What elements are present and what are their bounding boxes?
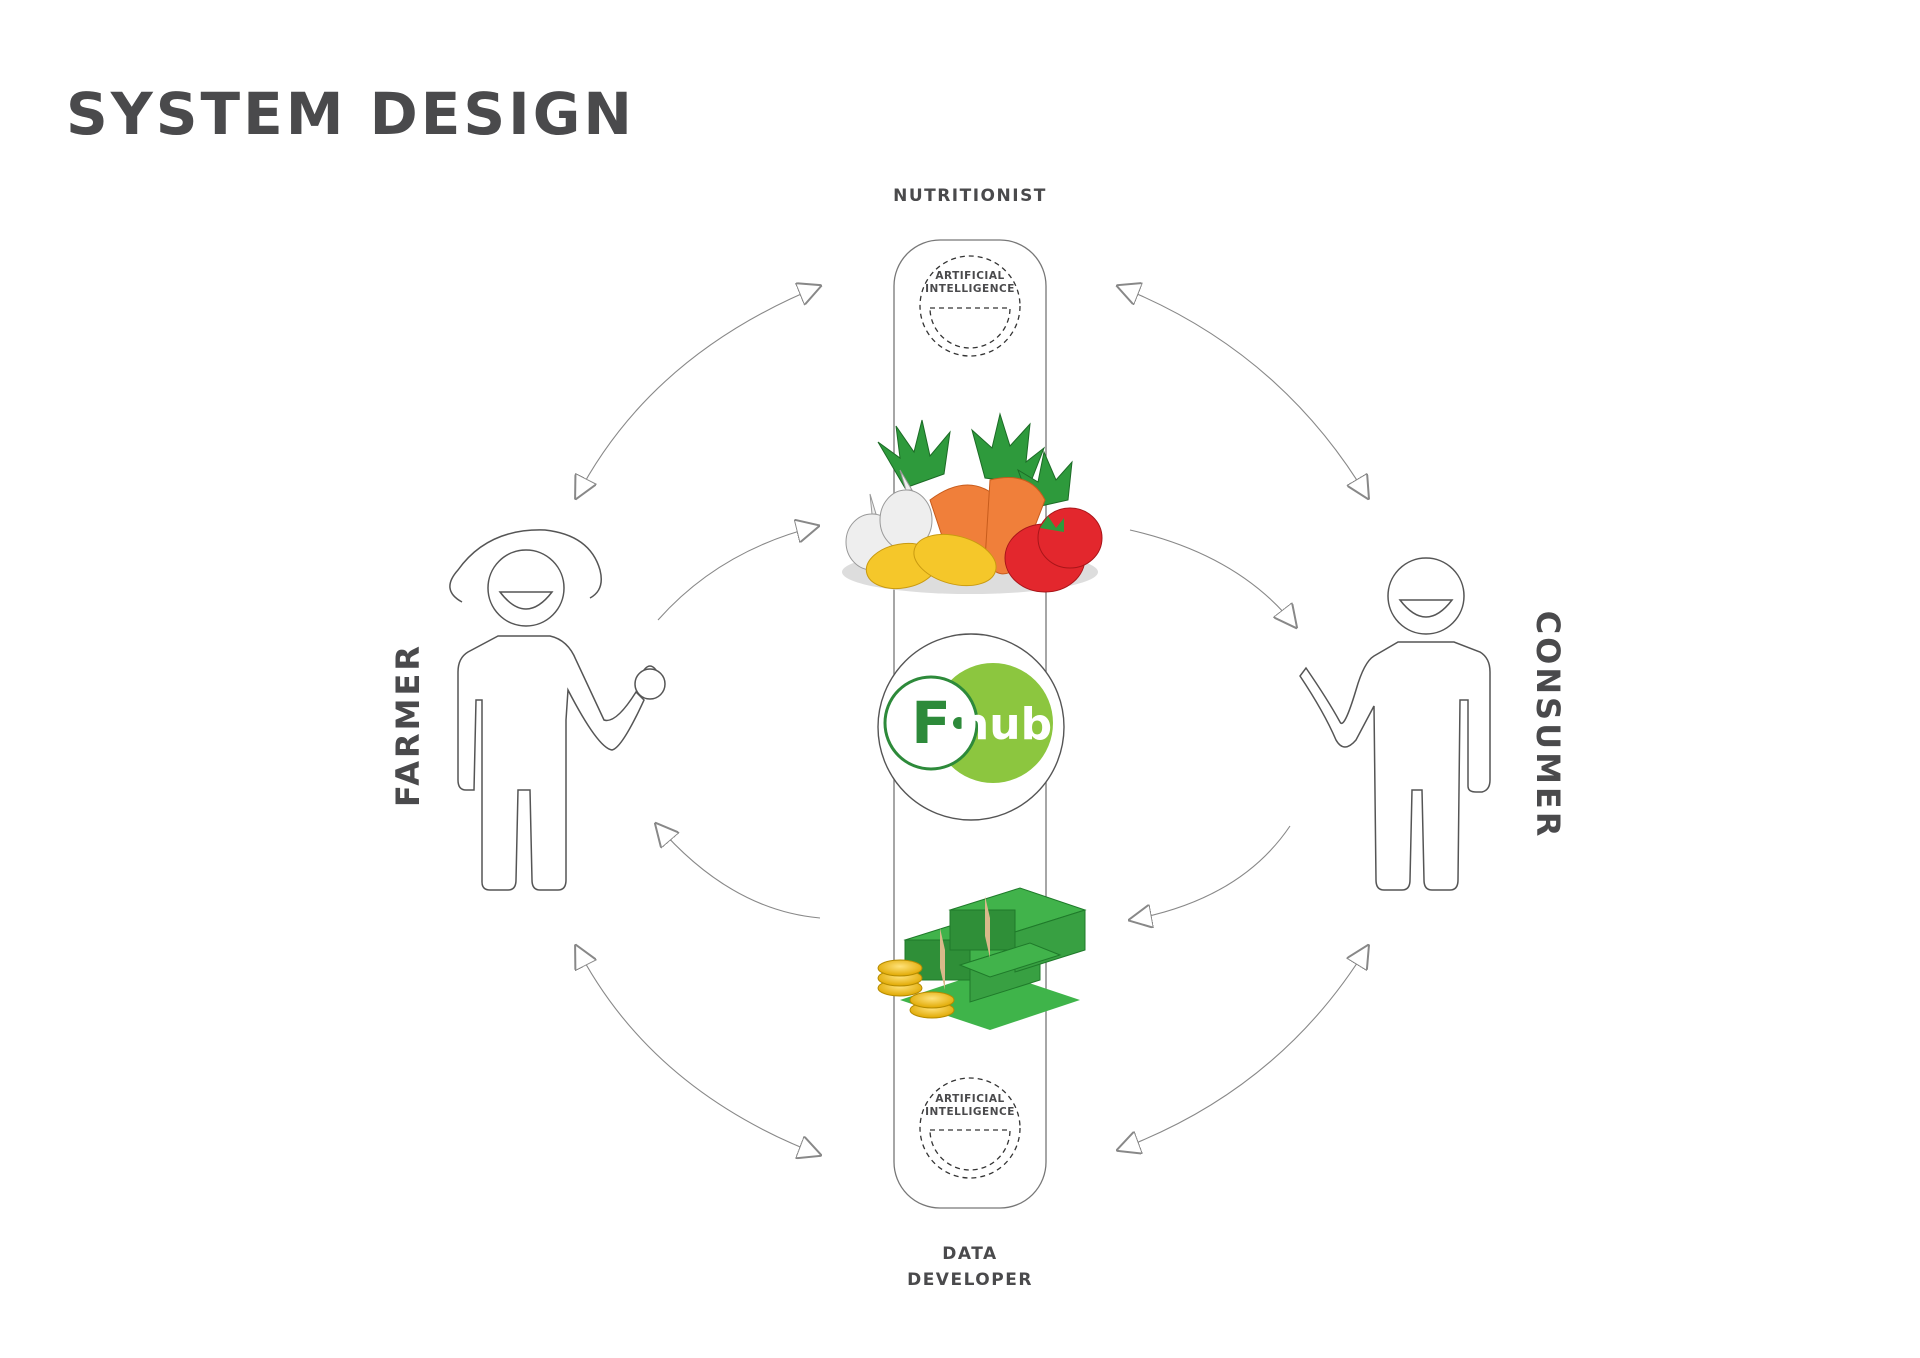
arrow-produce-to-consumer	[1129, 529, 1296, 627]
arrow-farmer-to-produce	[657, 526, 818, 621]
consumer-figure-icon	[1299, 557, 1491, 891]
arrow-farmer-developer	[576, 946, 820, 1155]
ai-label-bottom-line1: ARTIFICIAL	[935, 1093, 1005, 1105]
data-developer-label-line1: DATA	[942, 1244, 998, 1264]
ai-label-top: ARTIFICIAL INTELLIGENCE	[900, 270, 1040, 296]
page-title: SYSTEM DESIGN	[66, 80, 635, 148]
logo-dark-circle	[883, 675, 979, 771]
logo-text: hub	[958, 699, 1052, 750]
nutritionist-label: NUTRITIONIST	[893, 186, 1047, 206]
arrow-nutritionist-consumer	[1118, 286, 1368, 498]
arrow-money-to-farmer	[656, 824, 821, 919]
logo-letter: F	[911, 689, 951, 757]
arrow-farmer-nutritionist	[576, 286, 820, 498]
data-developer-label: DATA DEVELOPER	[860, 1241, 1080, 1293]
data-developer-label-line2: DEVELOPER	[907, 1270, 1033, 1290]
farmer-figure-icon	[449, 529, 666, 891]
ai-label-bottom: ARTIFICIAL INTELLIGENCE	[900, 1093, 1040, 1119]
ai-label-top-line1: ARTIFICIAL	[935, 270, 1005, 282]
vegetables-icon	[842, 412, 1103, 594]
money-stack-icon	[877, 887, 1087, 1030]
fhub-logo: F hub	[877, 633, 1065, 821]
ai-label-bottom-line2: INTELLIGENCE	[925, 1106, 1015, 1118]
ai-module-top	[919, 255, 1021, 357]
arrow-consumer-to-money	[1130, 825, 1291, 920]
arrow-developer-consumer	[1118, 946, 1368, 1150]
ai-module-bottom	[919, 1077, 1021, 1179]
ai-label-top-line2: INTELLIGENCE	[925, 283, 1015, 295]
